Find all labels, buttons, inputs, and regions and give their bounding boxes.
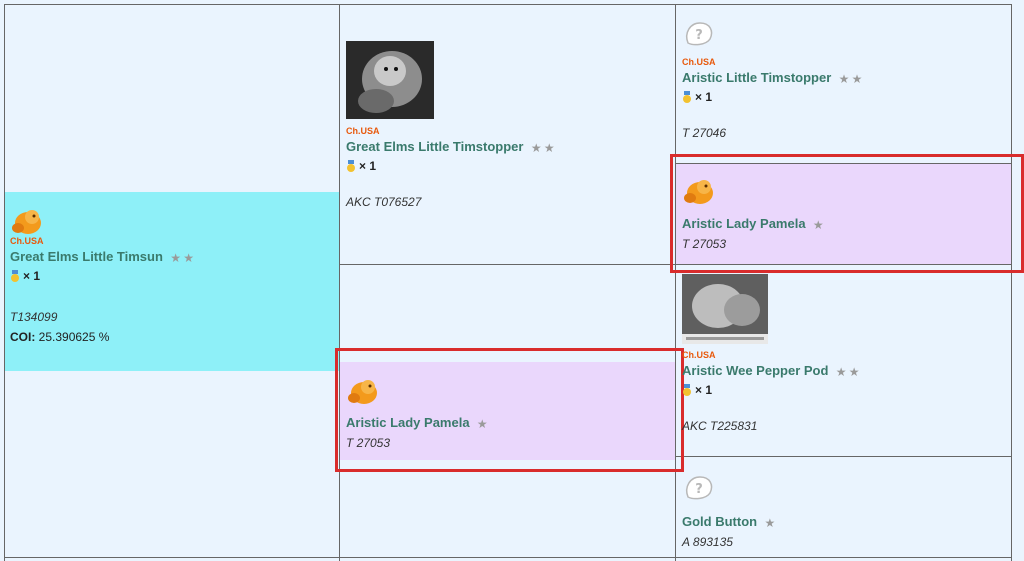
coi-value: 25.390625 %	[35, 330, 110, 344]
star-icon: ★	[543, 141, 555, 155]
sire-cell: Ch.USA Great Elms Little Timstopper ★★ ×…	[340, 5, 675, 264]
medal-count: × 1	[695, 383, 713, 397]
dam-dam-cell: ? Gold Button ★ A 893135	[676, 457, 1011, 557]
star-icon: ★	[848, 365, 860, 379]
svg-text:?: ?	[695, 28, 703, 43]
stars: ★	[764, 516, 777, 530]
star-icon: ★	[183, 251, 195, 265]
medal-icon	[683, 384, 691, 396]
unknown-dog-icon: ?	[686, 476, 713, 500]
medal-row: × 1	[346, 159, 669, 173]
title-tag: Ch.USA	[10, 236, 44, 246]
medal-count: × 1	[359, 159, 377, 173]
coi: COI: 25.390625 %	[10, 330, 334, 344]
title-tag: Ch.USA	[682, 57, 716, 67]
highlight-box	[670, 154, 1024, 273]
stars: ★★	[839, 72, 865, 86]
dog-icon	[684, 180, 713, 204]
dog-name-link[interactable]: Aristic Little Timstopper	[682, 70, 832, 85]
dog-name-link[interactable]: Gold Button	[682, 514, 758, 529]
stars: ★★	[836, 365, 862, 379]
registration-number: AKC T225831	[682, 419, 758, 433]
dog-name-link[interactable]: Aristic Lady Pamela	[682, 216, 806, 231]
svg-text:?: ?	[695, 482, 703, 497]
sire-dam-cell: Aristic Lady Pamela ★ T 27053	[676, 164, 1011, 264]
column-border	[339, 5, 340, 561]
dam-cell: Aristic Lady Pamela ★ T 27053	[340, 362, 675, 460]
registration-number: A 893135	[682, 535, 733, 549]
medal-row: × 1	[10, 269, 334, 283]
medal-count: × 1	[695, 90, 713, 104]
medal-icon	[347, 160, 355, 172]
row-border	[675, 264, 1012, 265]
registration-number: AKC T076527	[346, 195, 422, 209]
row-border	[4, 4, 1012, 5]
registration-number: T 27053	[346, 436, 391, 450]
star-icon: ★	[812, 218, 824, 232]
registration-number: T134099	[10, 310, 58, 324]
title-tag: Ch.USA	[682, 350, 716, 360]
column-border	[675, 5, 676, 561]
star-icon: ★	[838, 72, 850, 86]
medal-row: × 1	[682, 383, 1005, 397]
medal-row: × 1	[682, 90, 1005, 104]
dog-photo[interactable]	[682, 274, 768, 344]
row-border	[675, 456, 1012, 457]
unknown-dog-icon: ?	[686, 22, 713, 46]
column-border	[4, 5, 5, 561]
dam-sire-cell: Ch.USA Aristic Wee Pepper Pod ★★ × 1 AKC…	[676, 265, 1011, 456]
dog-icon	[12, 210, 41, 234]
dog-name-link[interactable]: Aristic Wee Pepper Pod	[682, 363, 829, 378]
stars: ★★	[531, 141, 557, 155]
title-tag: Ch.USA	[346, 126, 380, 136]
dog-photo[interactable]	[346, 41, 434, 119]
dog-name-link[interactable]: Great Elms Little Timstopper	[346, 139, 524, 154]
row-border	[339, 264, 675, 265]
subject-cell: Ch.USA Great Elms Little Timsun ★★ × 1 T…	[5, 192, 339, 371]
medal-count: × 1	[23, 269, 41, 283]
row-border	[675, 163, 1012, 164]
dog-name-link[interactable]: Aristic Lady Pamela	[346, 415, 470, 430]
row-border	[4, 557, 1012, 558]
star-icon: ★	[476, 417, 488, 431]
stars: ★★	[170, 251, 196, 265]
dog-name-link[interactable]: Great Elms Little Timsun	[10, 249, 163, 264]
dog-icon	[348, 380, 377, 404]
highlight-box	[335, 348, 684, 472]
star-icon: ★	[530, 141, 542, 155]
star-icon: ★	[764, 516, 776, 530]
stars: ★	[813, 218, 826, 232]
sire-sire-cell: ? Ch.USA Aristic Little Timstopper ★★ × …	[676, 5, 1011, 163]
column-border	[1011, 5, 1012, 561]
medal-icon	[683, 91, 691, 103]
coi-label: COI:	[10, 330, 36, 344]
star-icon: ★	[170, 251, 182, 265]
medal-icon	[11, 270, 19, 282]
star-icon: ★	[851, 72, 863, 86]
registration-number: T 27053	[682, 237, 727, 251]
star-icon: ★	[835, 365, 847, 379]
stars: ★	[477, 417, 490, 431]
registration-number: T 27046	[682, 126, 727, 140]
